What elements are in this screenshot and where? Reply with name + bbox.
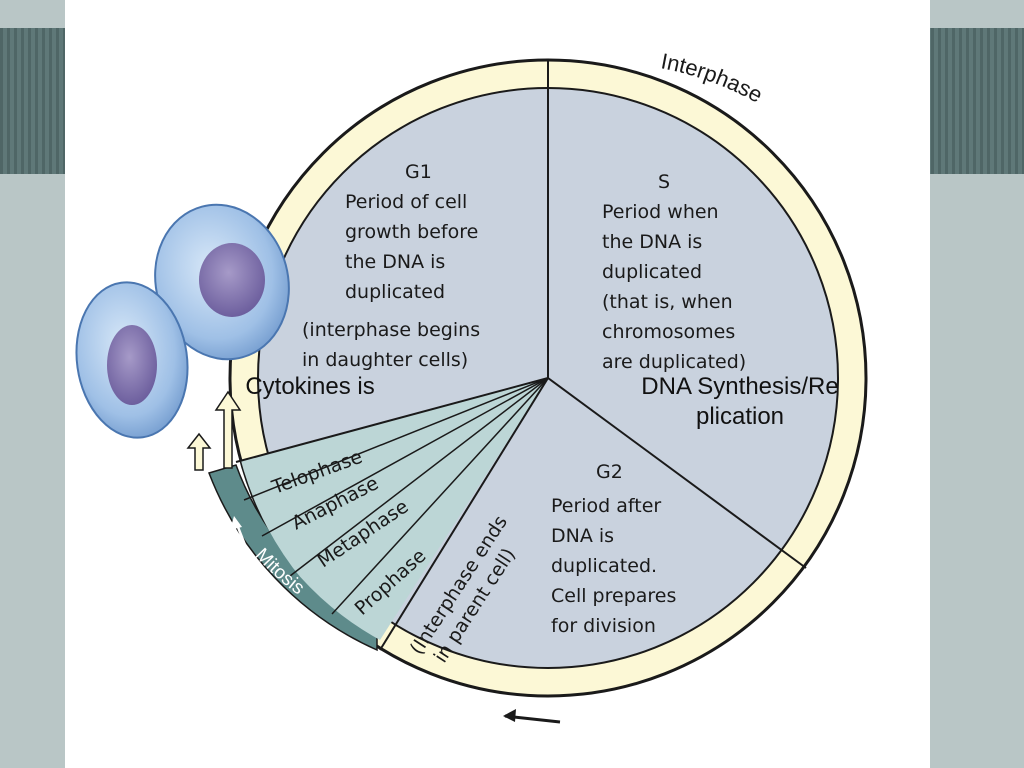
- g1-line: growth before: [345, 221, 478, 243]
- arrow-head-bottom: [503, 709, 516, 722]
- g2-line: Cell prepares: [551, 585, 676, 607]
- g2-text: G2 Period after DNA is duplicated. Cell …: [551, 461, 676, 637]
- s-line: chromosomes: [602, 321, 735, 343]
- divider-ana-meta: [261, 377, 549, 537]
- s-title: S: [658, 171, 670, 193]
- arrow-head-mitosis: [230, 516, 242, 530]
- s-line: the DNA is: [602, 231, 702, 253]
- daughter-cells: [75, 203, 290, 439]
- divider-telo-ana: [243, 377, 549, 501]
- g1-text: G1 Period of cell growth before the DNA …: [302, 161, 480, 371]
- s-line: are duplicated): [602, 351, 746, 373]
- nucleus-icon: [199, 243, 265, 317]
- divider-pro-inter: [331, 377, 549, 615]
- g2-line: Period after: [551, 495, 661, 517]
- divider-s-g2: [547, 377, 807, 569]
- s-text: S Period when the DNA is duplicated (tha…: [602, 171, 746, 373]
- g1-title: G1: [405, 161, 432, 183]
- up-arrow-icon: [186, 432, 212, 471]
- g2-title: G2: [596, 461, 623, 483]
- s-line: duplicated: [602, 261, 702, 283]
- dna-synthesis-label: DNA Synthesis/Re plication: [641, 373, 839, 430]
- g1-line: Period of cell: [345, 191, 467, 213]
- divider-g1-mitosis: [235, 377, 549, 463]
- divider-g2-mitosis: [379, 377, 549, 651]
- g2-line: duplicated.: [551, 555, 657, 577]
- g1-note: (interphase begins: [302, 319, 480, 341]
- g1-note: in daughter cells): [302, 349, 468, 371]
- divider-meta-pro: [289, 377, 549, 577]
- g2-line: for division: [551, 615, 656, 637]
- mitosis-wedge: [236, 378, 548, 640]
- s-line: (that is, when: [602, 291, 733, 313]
- g2-line: DNA is: [551, 525, 614, 547]
- s-line: Period when: [602, 201, 719, 223]
- up-arrow-icon: [214, 390, 242, 469]
- nucleus-icon: [107, 325, 157, 405]
- g1-line: duplicated: [345, 281, 445, 303]
- g1-line: the DNA is: [345, 251, 445, 273]
- cytokinesis-label: Cytokines is: [245, 373, 375, 400]
